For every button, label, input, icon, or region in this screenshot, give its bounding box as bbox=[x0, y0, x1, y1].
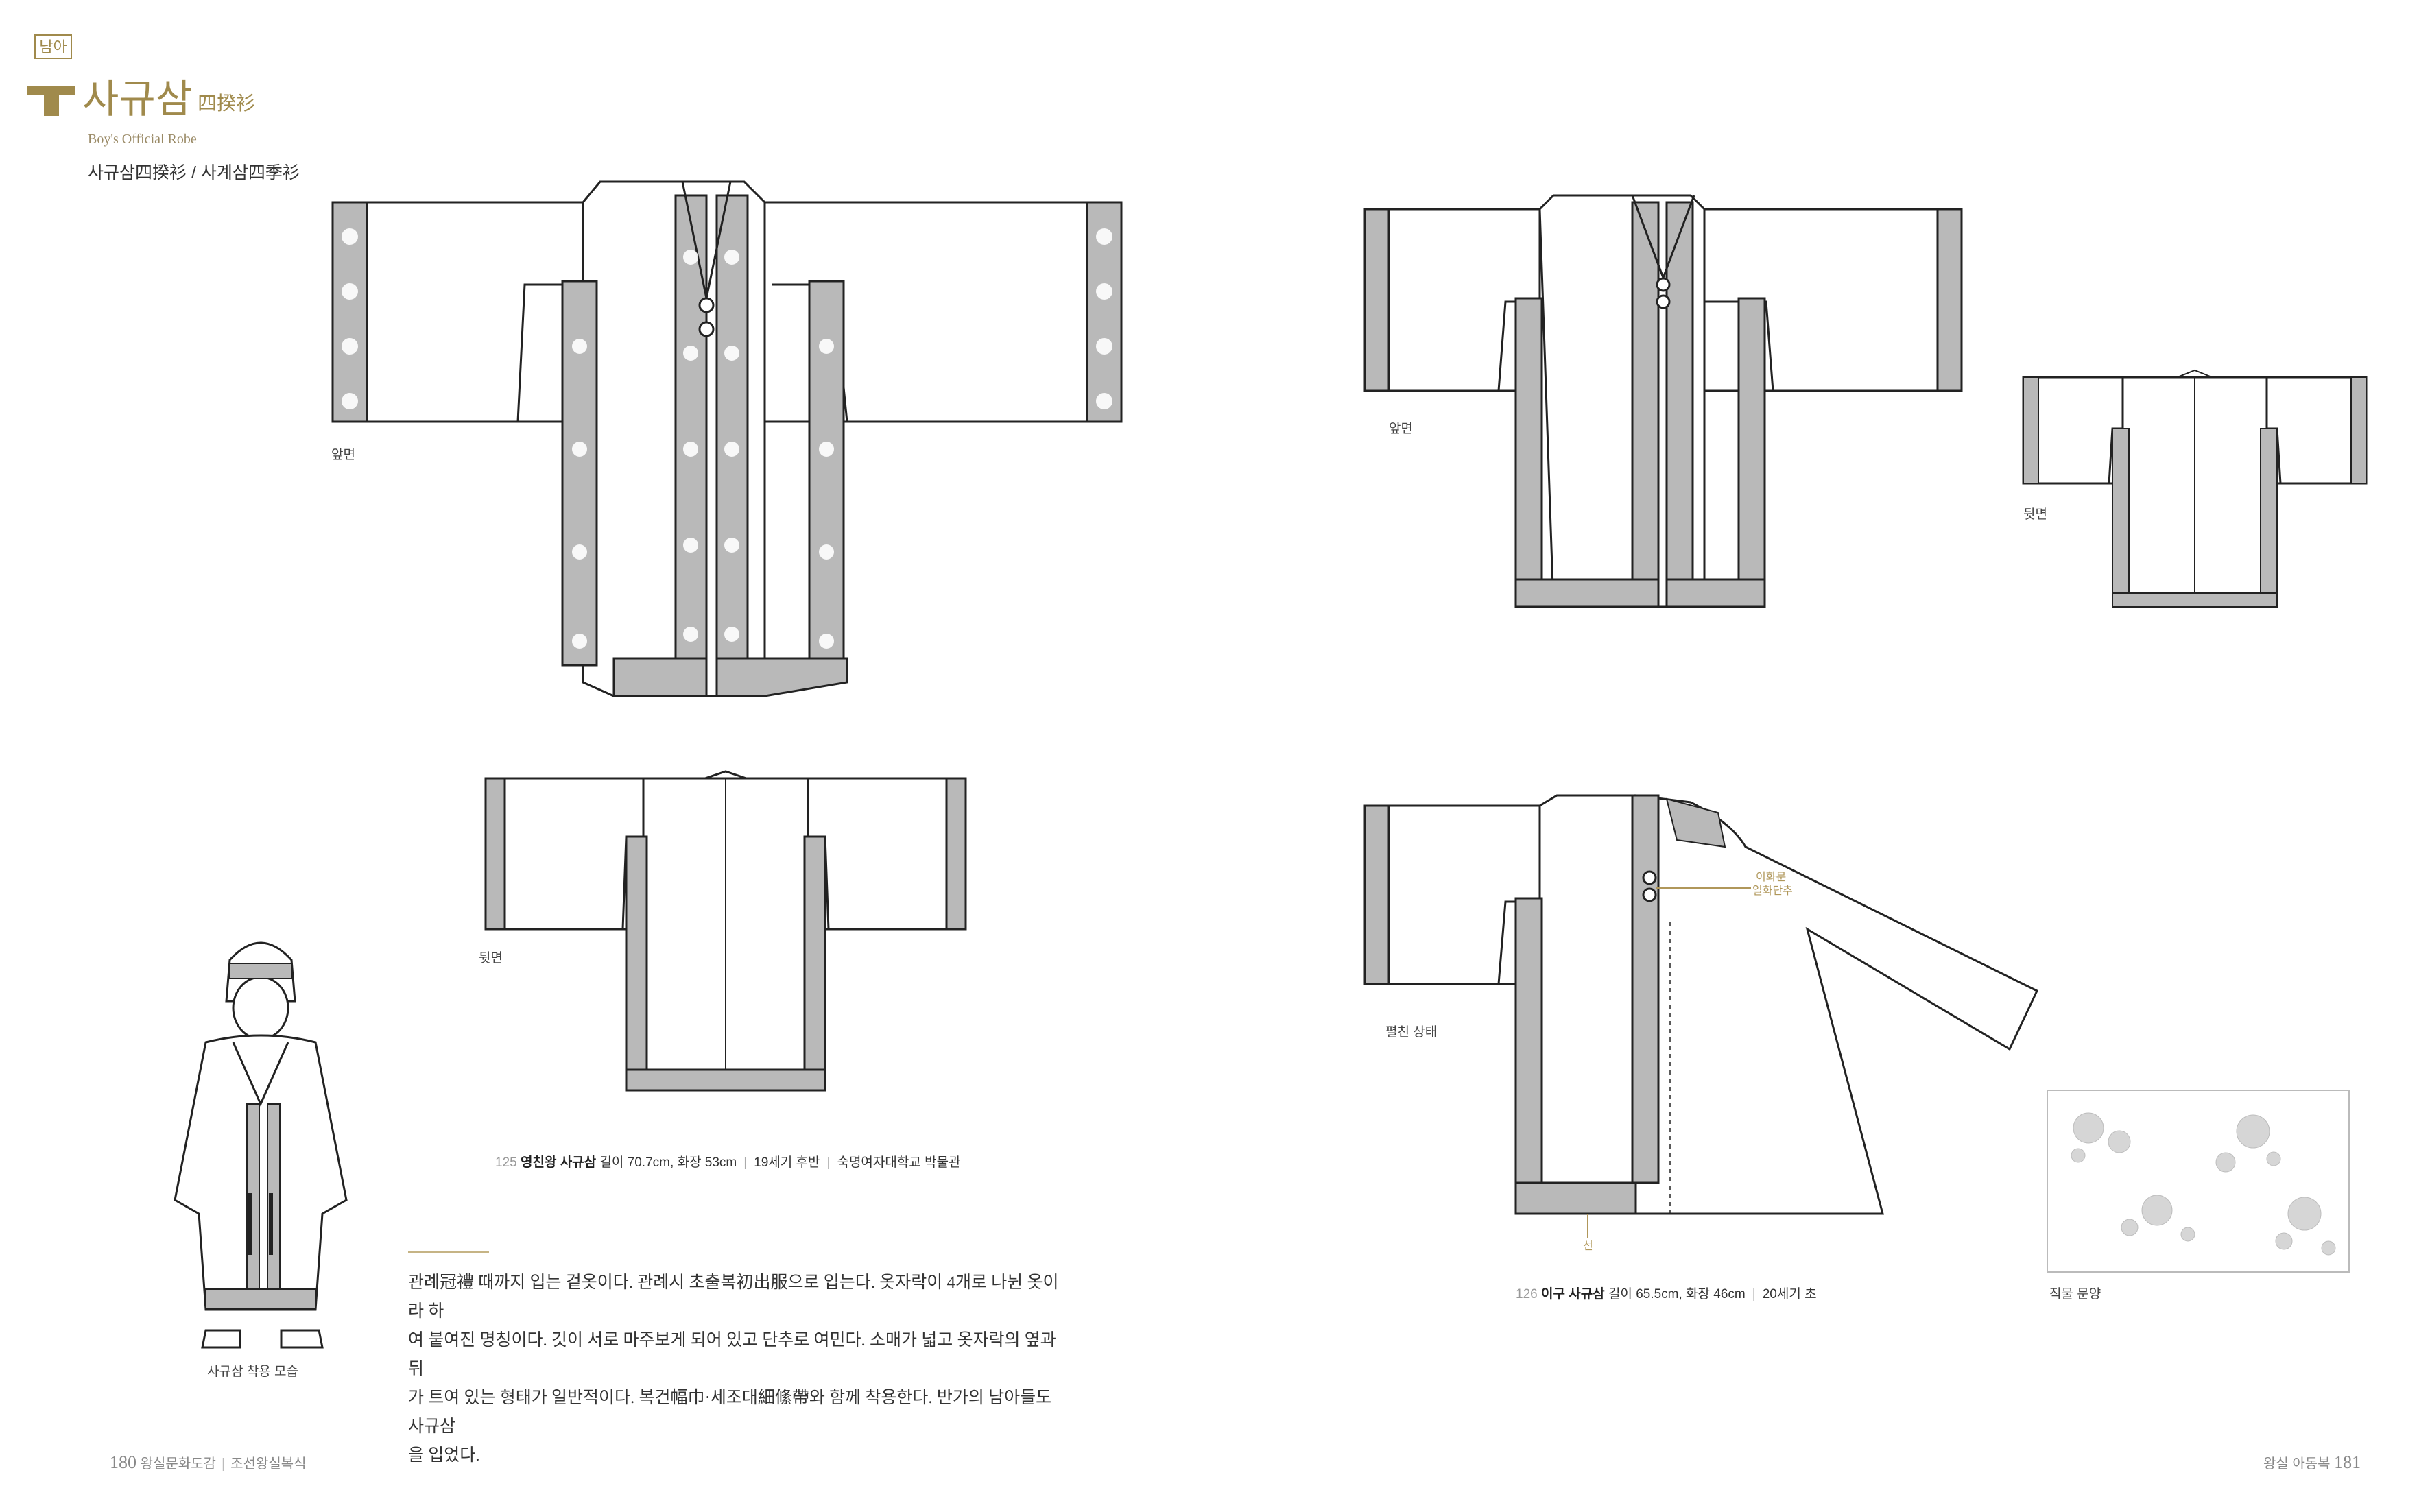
footer-right: 왕실 아동복 181 bbox=[2263, 1452, 2361, 1473]
title-english: Boy's Official Robe bbox=[88, 132, 197, 147]
annotation-seon: 선 bbox=[1583, 1240, 1593, 1252]
right-front-label: 앞면 bbox=[1389, 422, 1413, 436]
annotation-ihwamun: 이화문 bbox=[1756, 872, 1787, 883]
body-line: 여 붙여진 명칭이다. 깃이 서로 마주보게 되어 있고 단추로 여민다. 소매… bbox=[408, 1331, 1056, 1378]
caption-125-number: 125 bbox=[495, 1155, 517, 1170]
child-caption: 사규삼 착용 모습 bbox=[207, 1365, 298, 1379]
page-title: 사규삼 四揆衫 bbox=[27, 79, 255, 120]
caption-126-specs: 길이 65.5cm, 화장 46cm bbox=[1608, 1287, 1746, 1301]
robe-126-back-illustration bbox=[2022, 369, 2368, 608]
footer-book-title: 왕실문화도감 bbox=[140, 1456, 216, 1472]
body-text: 관례冠禮 때까지 입는 겉옷이다. 관례시 초출복初出服으로 입는다. 옷자락이… bbox=[408, 1269, 1063, 1470]
robe-126-front-illustration bbox=[1363, 194, 1963, 608]
subtitle: 사규삼四揆衫 / 사계삼四季衫 bbox=[88, 163, 300, 182]
footer-section-left: 조선왕실복식 bbox=[230, 1456, 307, 1472]
footer-left: 180 왕실문화도감|조선왕실복식 bbox=[110, 1452, 307, 1472]
body-line: 가 트여 있는 형태가 일반적이다. 복건幅巾·세조대細絛帶와 함께 착용한다.… bbox=[408, 1389, 1052, 1436]
right-back-label: 뒷면 bbox=[2023, 507, 2047, 522]
category-badge: 남아 bbox=[34, 34, 72, 59]
right-open-label: 펼친 상태 bbox=[1385, 1025, 1438, 1040]
left-back-label: 뒷면 bbox=[479, 951, 503, 965]
left-front-label: 앞면 bbox=[331, 448, 355, 462]
robe-126-open-illustration bbox=[1363, 794, 2038, 1238]
caption-125-collection: 숙명여자대학교 박물관 bbox=[837, 1155, 961, 1170]
title-korean: 사규삼 bbox=[82, 77, 193, 121]
caption-125-period: 19세기 후반 bbox=[754, 1155, 820, 1170]
page-number-right: 181 bbox=[2334, 1452, 2361, 1472]
gold-rule bbox=[408, 1251, 489, 1253]
caption-125-specs: 길이 70.7cm, 화장 53cm bbox=[599, 1155, 737, 1170]
pattern-caption: 직물 문양 bbox=[2049, 1287, 2101, 1301]
footer-section-right: 왕실 아동복 bbox=[2263, 1456, 2331, 1472]
caption-126: 126 이구 사규삼 길이 65.5cm, 화장 46cm|20세기 초 bbox=[1516, 1287, 1817, 1301]
caption-126-number: 126 bbox=[1516, 1287, 1538, 1301]
body-line: 관례冠禮 때까지 입는 겉옷이다. 관례시 초출복初出服으로 입는다. 옷자락이… bbox=[408, 1273, 1059, 1321]
fabric-pattern-swatch bbox=[2047, 1090, 2350, 1273]
child-wearing-sagyusam-illustration bbox=[174, 941, 348, 1349]
annotation-ilhwa-button: 일화단추 bbox=[1752, 885, 1793, 897]
robe-125-back-illustration bbox=[484, 770, 967, 1092]
caption-125-name: 영친왕 사규삼 bbox=[520, 1155, 597, 1170]
page-number-left: 180 bbox=[110, 1452, 136, 1472]
caption-125: 125 영친왕 사규삼 길이 70.7cm, 화장 53cm|19세기 후반|숙… bbox=[495, 1155, 961, 1170]
body-line: 을 입었다. bbox=[408, 1446, 480, 1465]
robe-125-front-illustration bbox=[331, 180, 1123, 697]
title-t-icon bbox=[27, 86, 75, 116]
caption-126-name: 이구 사규삼 bbox=[1540, 1287, 1605, 1301]
caption-126-period: 20세기 초 bbox=[1762, 1287, 1817, 1301]
title-hanja: 四揆衫 bbox=[198, 93, 256, 114]
